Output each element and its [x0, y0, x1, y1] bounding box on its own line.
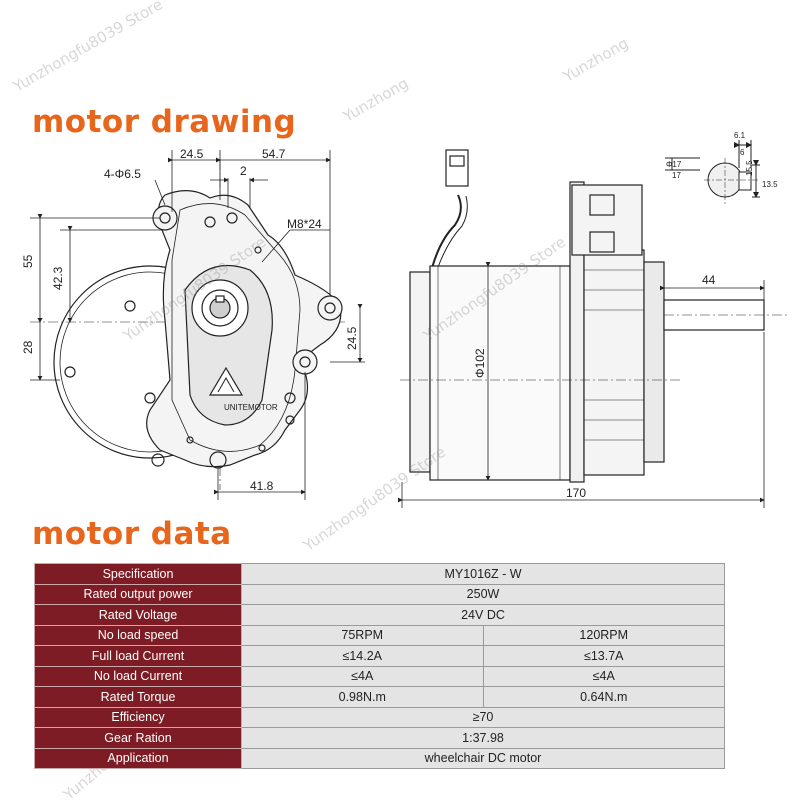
row-label: No load Current [34, 665, 242, 687]
dim-key-small-a: 6.1 [734, 131, 746, 140]
dim-24-5-top: 24.5 [180, 147, 204, 161]
row-value: ≥70 [241, 706, 725, 728]
shaft-key-detail [665, 140, 760, 204]
table-row: No load Current≤4A≤4A [34, 665, 725, 687]
dim-diameter: Φ102 [473, 348, 487, 378]
dim-key-17: 17 [672, 171, 681, 180]
table-row: Efficiency≥70 [34, 706, 725, 728]
dim-gap-2: 2 [240, 164, 247, 178]
row-label: Rated Torque [34, 686, 242, 708]
row-value: 0.98N.m [241, 686, 484, 708]
front-view [30, 160, 345, 490]
row-value: ≤4A [482, 665, 725, 687]
motor-data-heading: motor data [32, 516, 232, 552]
front-view-dimensions [30, 150, 365, 500]
row-label: Efficiency [34, 706, 242, 728]
row-label: Gear Ration [34, 727, 242, 749]
row-value: 1:37.98 [241, 727, 725, 749]
row-label: Application [34, 747, 242, 769]
motor-drawing-heading: motor drawing [32, 104, 297, 140]
dim-key-width: 6 [740, 148, 745, 157]
dim-holes: 4-Φ6.5 [104, 167, 141, 181]
row-label: Full load Current [34, 645, 242, 667]
dim-key-small-b: 15.5 [745, 160, 754, 176]
row-label: Specification [34, 563, 242, 585]
row-value: 0.64N.m [482, 686, 725, 708]
row-value: wheelchair DC motor [241, 747, 725, 769]
side-view-dimensions [398, 262, 765, 508]
row-label: Rated Voltage [34, 604, 242, 626]
dim-54-7: 54.7 [262, 147, 286, 161]
dim-shaft-thread: M8*24 [287, 217, 322, 231]
dim-total-170: 170 [566, 486, 586, 500]
row-value: 75RPM [241, 624, 484, 646]
dim-key-depth: 13.5 [762, 180, 778, 189]
motor-technical-drawing: UNITEMOTOR 24.5 54.7 4-Φ6.5 2 M8*24 55 4… [21, 131, 790, 508]
dim-shaft-44: 44 [702, 273, 716, 287]
dim-55: 55 [21, 254, 35, 268]
dim-42-3: 42.3 [51, 266, 65, 290]
dim-24-5-right: 24.5 [345, 326, 359, 350]
row-value: MY1016Z - W [241, 563, 725, 585]
row-value: 120RPM [482, 624, 725, 646]
dim-key-small-c: Φ17 [666, 160, 682, 169]
row-value: ≤13.7A [482, 645, 725, 667]
table-row: Full load Current≤14.2A≤13.7A [34, 645, 725, 667]
row-label: No load speed [34, 624, 242, 646]
brand-label: UNITEMOTOR [224, 403, 278, 412]
row-label: Rated output power [34, 583, 242, 605]
dim-41-8: 41.8 [250, 479, 274, 493]
row-value: 24V DC [241, 604, 725, 626]
row-value: 250W [241, 583, 725, 605]
dim-28: 28 [21, 340, 35, 354]
row-value: ≤4A [241, 665, 484, 687]
row-value: ≤14.2A [241, 645, 484, 667]
side-view [400, 149, 790, 483]
